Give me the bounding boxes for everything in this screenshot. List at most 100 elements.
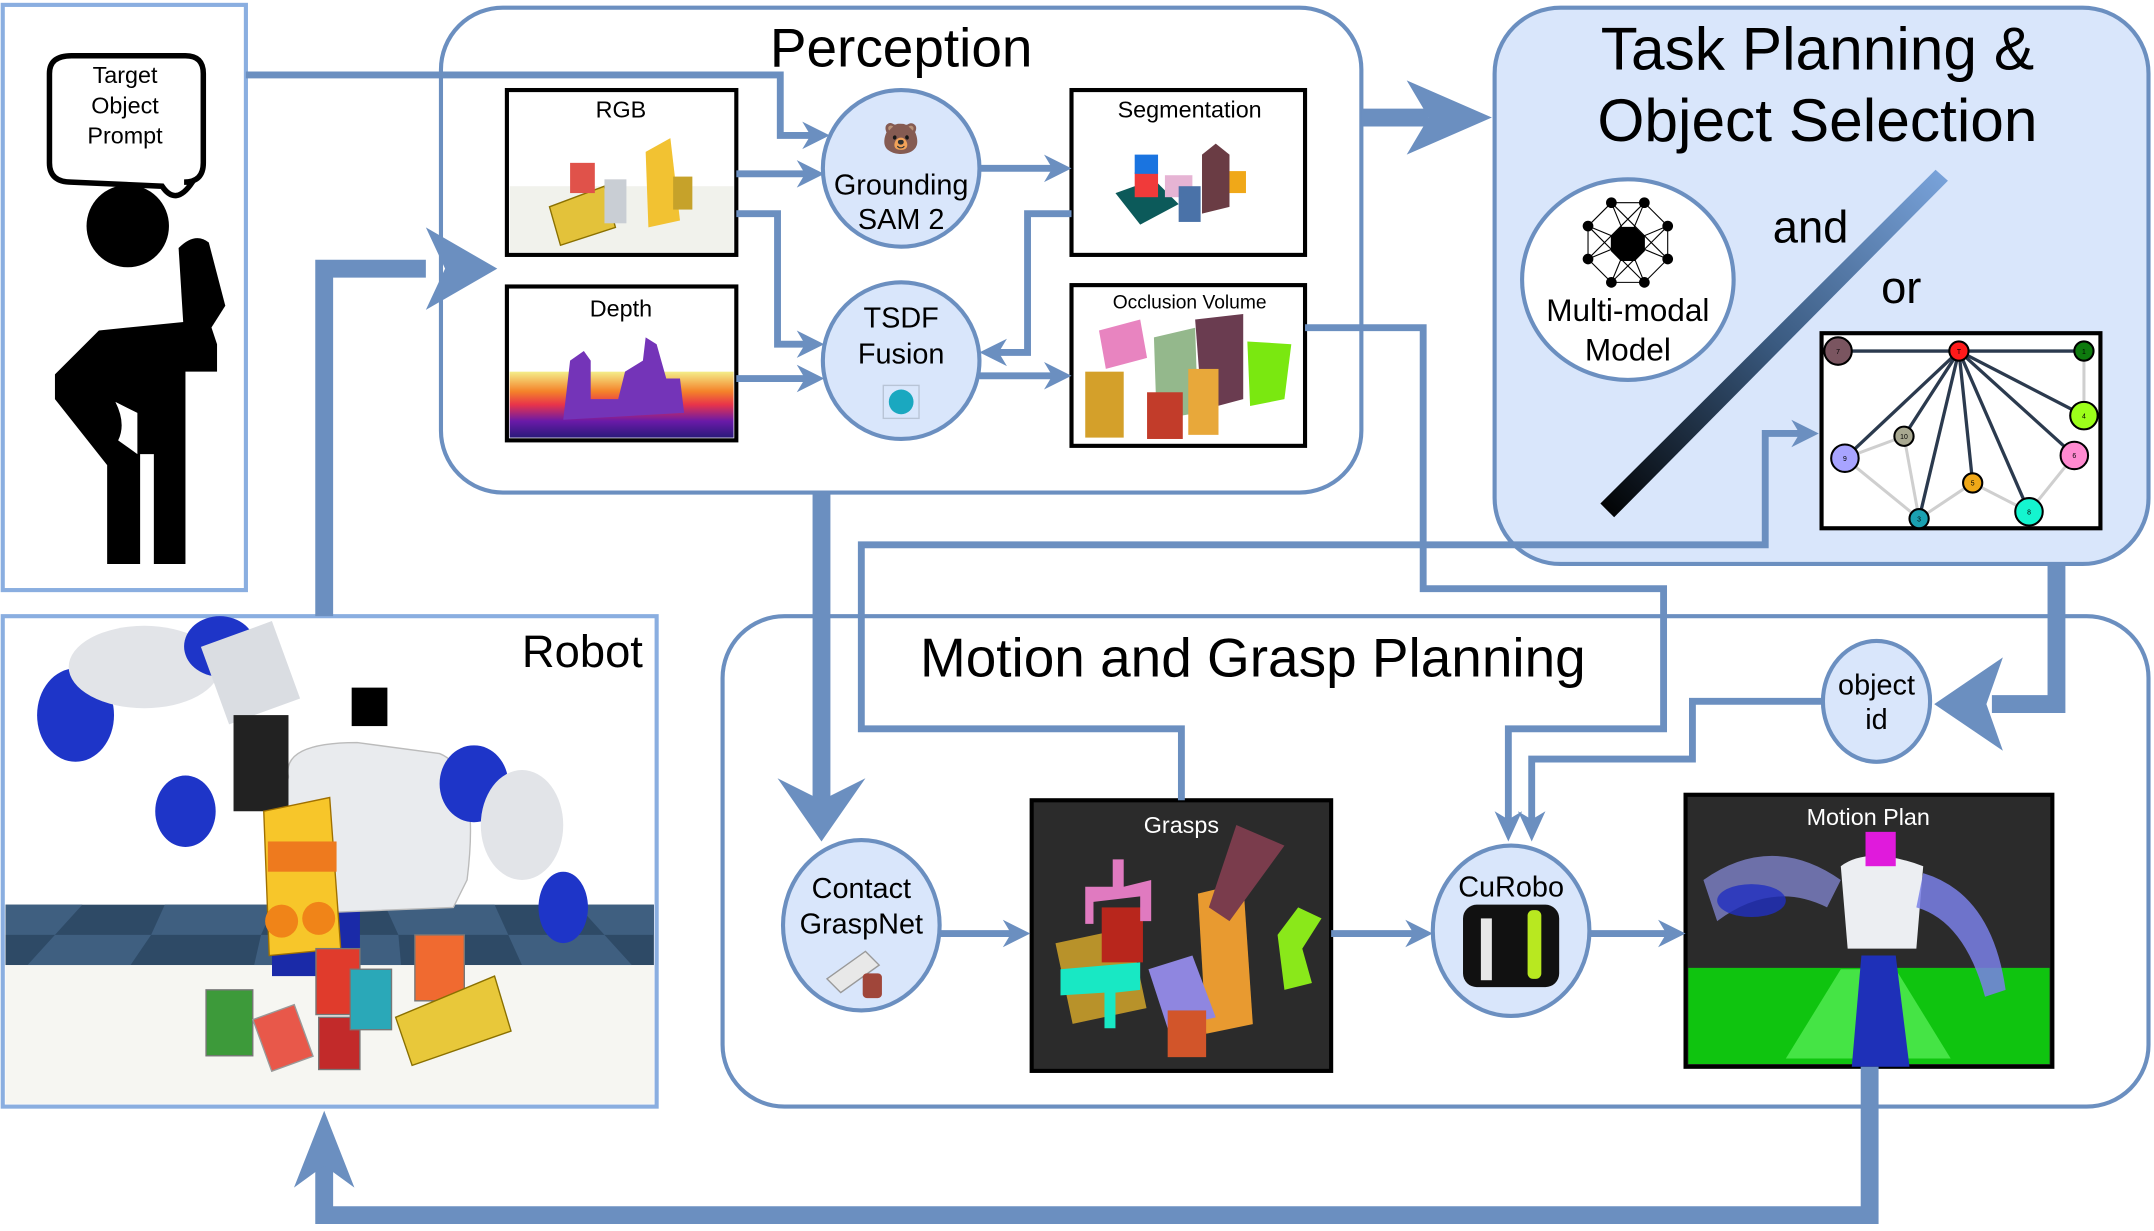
arrow-objectid-to-curobo: [1517, 811, 1546, 842]
arrow-occlusion-to-curobo: [1494, 811, 1523, 842]
graph-edge-behind: [1918, 481, 1974, 520]
task-planning-panel: Task Planning & Object Selection Multi-m…: [1492, 5, 2151, 567]
connectors: [245, 71, 2066, 1225]
graph-edge-behind: [1843, 457, 1921, 520]
motion-plan-label: Motion Plan: [1807, 804, 1930, 830]
task-planning-title-1: Task Planning &: [1601, 14, 2034, 82]
grasps-image: Grasps: [1029, 798, 1334, 1073]
graph-edge-hidden-by: [1957, 350, 1975, 484]
graph-node: [2014, 497, 2044, 527]
graph-node-label: 3: [1917, 516, 1921, 523]
motion-plan-image: Motion Plan: [1683, 792, 2055, 1069]
perception-panel: Perception RGB: [438, 5, 1364, 495]
multimodal-line-1: Multi-modal: [1546, 292, 1709, 328]
graph-edge-hidden-by: [1958, 349, 2085, 418]
depth-image: Depth: [504, 284, 739, 443]
bear-icon: 🐻: [882, 120, 920, 156]
graph-node: [2059, 440, 2090, 471]
graph-frame: [1819, 331, 2103, 531]
graph-node: [1823, 336, 1853, 366]
multimodal-line-2: Model: [1585, 332, 1671, 368]
grounding-sam-line-2: SAM 2: [858, 204, 945, 236]
rgb-label: RGB: [596, 97, 647, 123]
graph-node-label: 6: [2072, 453, 2076, 460]
occlusion-volume-label: Occlusion Volume: [1113, 292, 1267, 313]
edge-task-to-objectid: [1991, 563, 2066, 714]
robot-label: Robot: [522, 626, 643, 677]
graph-node-label: 8: [2027, 510, 2031, 517]
graph-node-label: 9: [1843, 456, 1847, 463]
graph-node: [1908, 508, 1930, 530]
and-label: and: [1773, 202, 1849, 253]
head-sensor: [351, 687, 388, 727]
arrow-segmentation-to-tsdf: [979, 338, 1007, 367]
motion-grasp-title: Motion and Grasp Planning: [920, 627, 1586, 689]
grounding-sam-line-1: Grounding: [834, 169, 969, 201]
object-id-line-1: object: [1838, 669, 1915, 701]
graph-node: [1830, 443, 1860, 473]
speech-bubble-shape: [46, 52, 207, 199]
graph-edge-hidden-by: [1957, 350, 2031, 513]
contact-graspnet-line-2: GraspNet: [800, 909, 923, 941]
arrow-grasps-to-curobo: [1405, 919, 1433, 948]
object-id-node: object id: [1820, 638, 1933, 764]
edge-robot-to-perception: [315, 259, 426, 617]
graph-edge-hidden-by: [1917, 350, 1961, 520]
graph-node: [2073, 340, 2095, 362]
arrow-tsdf-to-occlusion: [1044, 362, 1072, 390]
segmentation-label: Segmentation: [1118, 97, 1262, 123]
arrow-grasps-to-graph: [1791, 419, 1819, 448]
arrow-robot-to-perception: [425, 227, 498, 310]
speech-line-3: Prompt: [87, 123, 163, 149]
object-id-line-2: id: [1865, 704, 1887, 736]
graph-node-label: 7: [1836, 349, 1840, 356]
arrow-grounding-to-segmentation: [1044, 154, 1072, 183]
curobo-robots-icon: [1463, 904, 1560, 988]
curobo-node: CuRobo: [1430, 843, 1592, 1019]
tsdf-line-1: TSDF: [864, 303, 939, 335]
graph-edge-hidden-by: [1902, 350, 1961, 438]
graph-edge-behind: [1902, 435, 1921, 519]
occlusion-volume-image: Occlusion Volume: [1069, 283, 1308, 448]
edge-rgb-to-tsdf: [736, 210, 814, 348]
and-or-divider: [1600, 169, 1948, 518]
arrow-rgb-to-tsdf: [796, 330, 825, 358]
arrow-motionplan-to-robot: [293, 1110, 355, 1188]
gripper-mug-icon: [825, 950, 882, 999]
speech-line-2: Object: [91, 92, 159, 118]
graph-node: [2069, 400, 2099, 431]
table-objects: [205, 934, 512, 1073]
depth-label: Depth: [590, 296, 652, 322]
edge-motionplan-to-robot: [315, 1066, 1879, 1225]
robot-panel: Robot: [0, 614, 659, 1109]
user-panel: Target Object Prompt: [0, 2, 248, 593]
edge-occlusion-to-curobo: [1305, 324, 1668, 825]
perception-title: Perception: [770, 17, 1033, 79]
segmentation-image: Segmentation: [1069, 87, 1308, 257]
arrow-graspnet-to-grasps: [1002, 919, 1031, 948]
graph-edges: [1838, 349, 2086, 520]
graph-node: [1962, 472, 1984, 494]
curobo-label: CuRobo: [1458, 871, 1564, 903]
arrow-curobo-to-motionplan: [1658, 919, 1686, 948]
edge-objectid-to-curobo: [1528, 697, 1823, 825]
voxel-cube-icon: [882, 384, 920, 420]
person-icon: [54, 184, 226, 564]
tsdf-line-2: Fusion: [858, 338, 945, 370]
edge-segmentation-to-tsdf: [991, 210, 1072, 356]
graph-node-label: 10: [1900, 434, 1908, 441]
network-icon: [1582, 197, 1674, 288]
multimodal-model-node: Multi-modal Model: [1520, 177, 1736, 382]
graph-edge-hidden-by: [1843, 349, 1961, 460]
or-label: or: [1881, 262, 1921, 313]
speech-bubble: Target Object Prompt: [46, 52, 207, 199]
graph-node-label: T: [1957, 349, 1962, 356]
graph-node: [1948, 340, 1970, 362]
arrow-rgb-to-grounding: [796, 160, 825, 188]
arrow-task-to-objectid: [1934, 657, 2003, 751]
grounding-sam-node: 🐻 Grounding SAM 2: [820, 87, 982, 249]
arrow-prompt-to-grounding: [802, 121, 830, 150]
